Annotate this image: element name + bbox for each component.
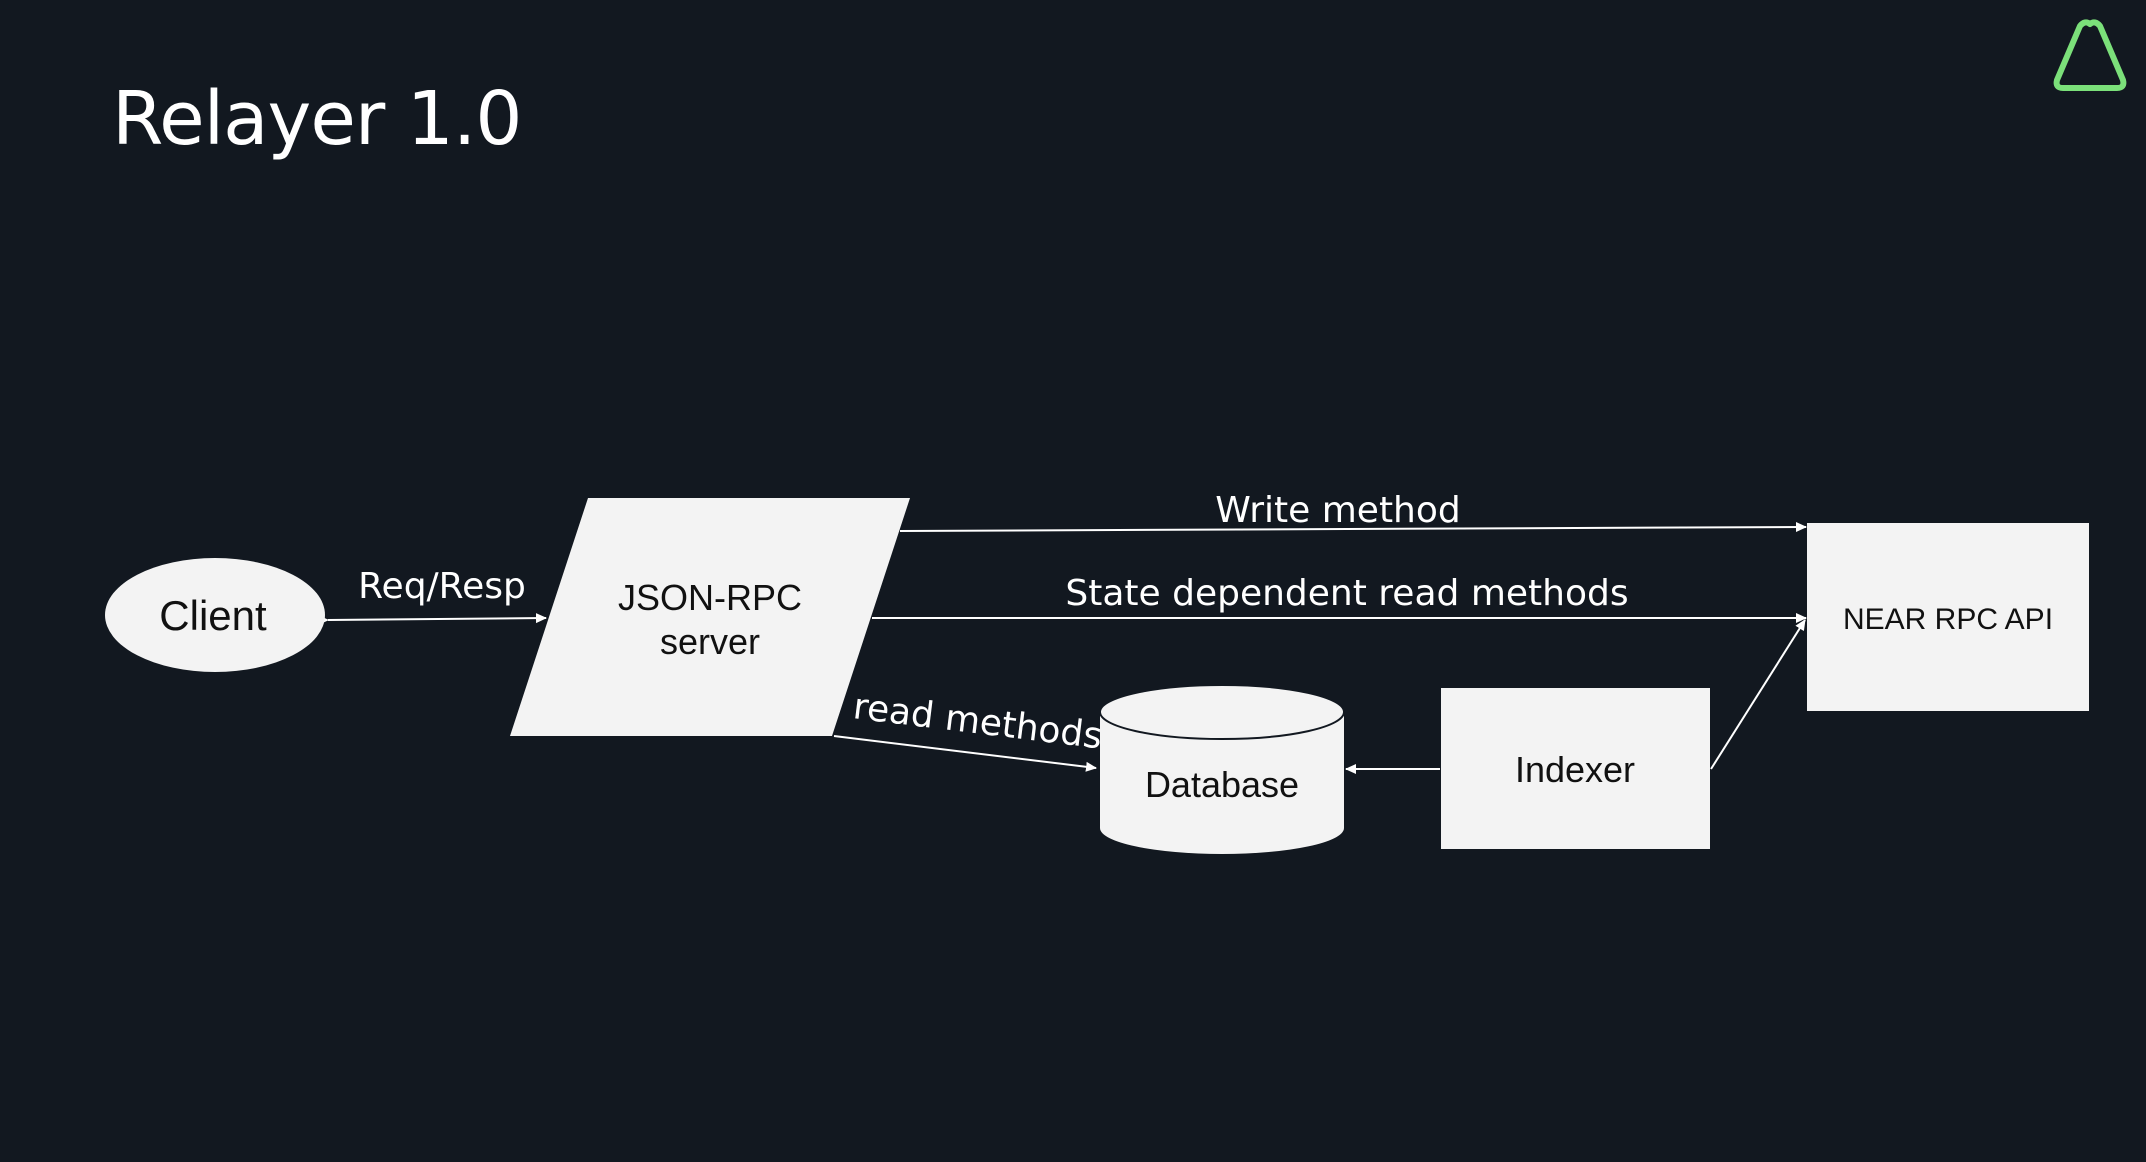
node-client-label: Client [159,592,267,639]
edge-indexer-to-near [1710,619,1806,770]
node-json-rpc-server: JSON-RPC server [510,498,910,736]
node-client: Client [105,558,325,672]
triangle-outline-icon [2053,19,2127,91]
node-indexer: Indexer [1441,688,1710,849]
node-json-rpc-label-line2: server [660,621,760,662]
slide-title: Relayer 1.0 [112,76,522,162]
node-near-rpc-api-label: NEAR RPC API [1843,603,2053,636]
edge-label-read-methods: read methods [851,686,1104,757]
edge-label-write-method: Write method [1215,490,1461,531]
node-json-rpc-label-line1: JSON-RPC [618,577,802,618]
edge-req-resp [317,613,547,626]
node-near-rpc-api: NEAR RPC API [1807,523,2089,711]
edge-read-methods [833,735,1097,772]
node-database: Database [1099,684,1345,854]
edge-label-req-resp: Req/Resp [358,566,526,607]
edge-label-state-dependent: State dependent read methods [1065,573,1628,614]
node-database-label: Database [1145,764,1299,805]
node-indexer-label: Indexer [1515,749,1635,790]
edge-write-method [899,522,1807,533]
